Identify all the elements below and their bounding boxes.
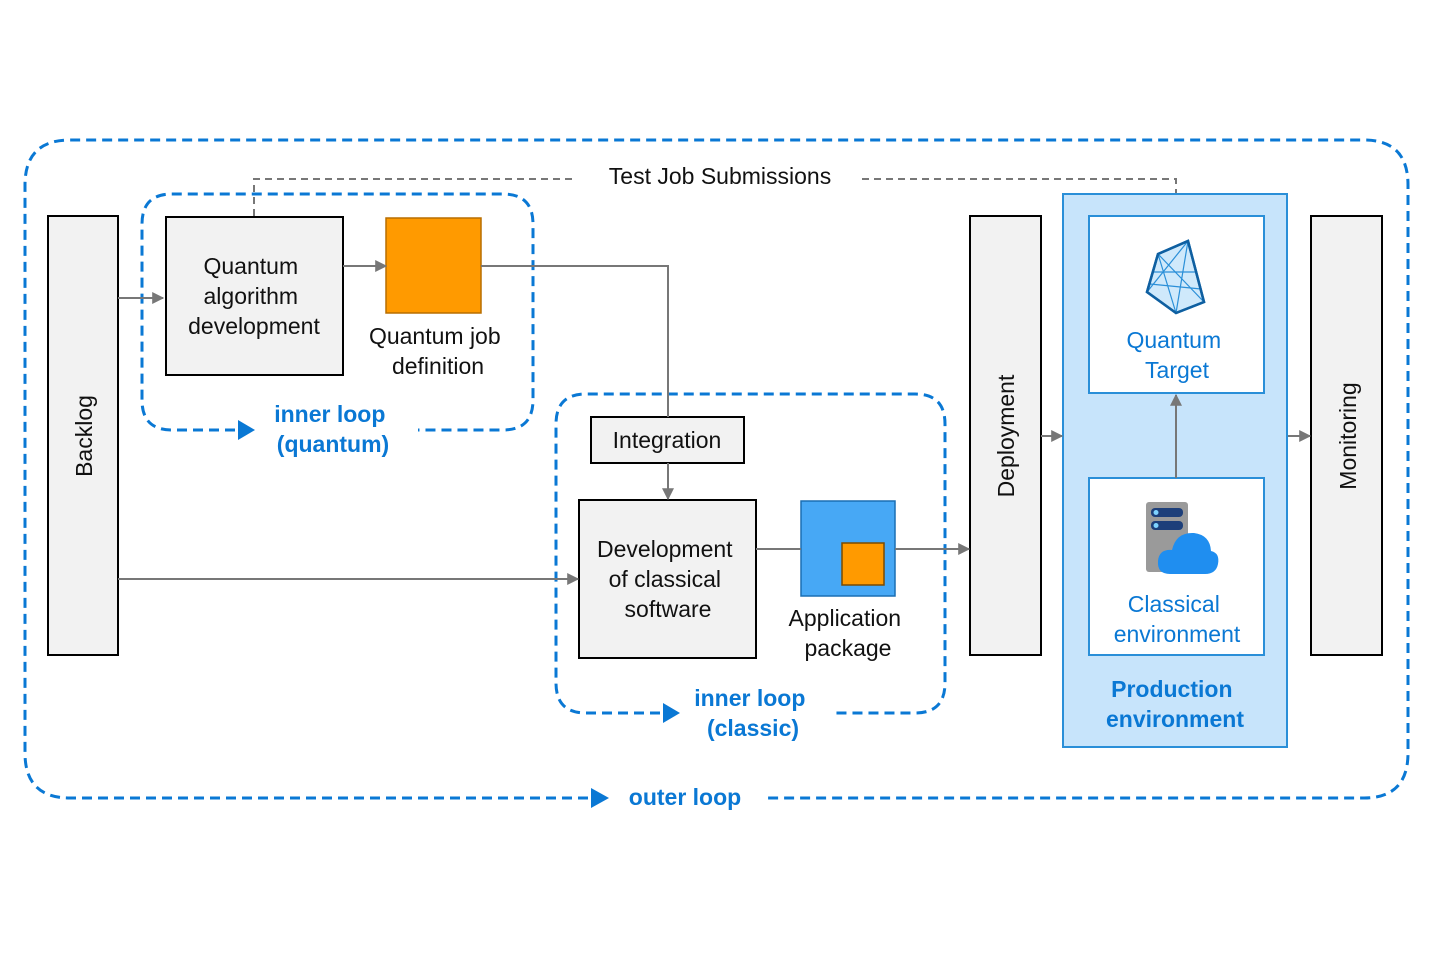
inner-loop-quantum-arrow-icon [238,420,255,440]
inner-loop-quantum-border [140,192,535,432]
integration-label: Integration [613,427,722,453]
backlog-box [47,215,119,656]
backlog: Backlog [47,215,119,656]
quantum-job-definition-label: Quantum job definition [369,323,507,379]
quantum-algorithm-development-box [165,216,344,376]
dcs-line-1: Development [597,536,733,562]
application-package-inner-icon [841,542,885,586]
application-package-label: Application package [789,605,908,661]
quantum-target-label: Quantum Target [1127,327,1228,383]
server-cloud-icon [1146,502,1219,574]
inner-loop-classic: inner loop (classic) [554,392,947,741]
production-environment-line-1: Production [1111,676,1232,702]
classical-environment: Classical environment [1088,477,1265,656]
production-environment-label: Production environment [1106,676,1244,732]
quantum-target: Quantum Target [1088,215,1265,394]
outer-loop-arrow-icon [591,788,609,808]
quantum-job-definition-icon [385,217,482,314]
deployment-box [969,215,1042,656]
qt-line-2: Target [1145,357,1210,383]
inner-loop-classic-line-1: inner loop [694,685,805,711]
inner-loop-classic-line-2: (classic) [707,715,799,741]
qjd-line-1: Quantum job [369,323,501,349]
qad-line-3: development [188,313,320,339]
inner-loop-quantum-line-1: inner loop [274,401,385,427]
connectors [118,260,1312,585]
inner-loop-classic-border [554,392,947,715]
quantum-job-definition: Quantum job definition [369,217,507,379]
production-environment-line-2: environment [1106,706,1244,732]
dcs-line-2: of classical [609,566,721,592]
classical-software-development-label: Development of classical software [597,536,739,622]
integration-box [590,416,745,464]
monitoring-box [1310,215,1383,656]
quantum-prism-icon [1145,239,1206,315]
outer-loop-label: outer loop [629,784,741,810]
classical-software-development: Development of classical software [578,499,757,659]
inner-loop-classic-arrow-icon [663,703,680,723]
qjd-line-2: definition [392,353,484,379]
inner-loop-quantum-line-2: (quantum) [277,431,389,457]
classical-environment-label: Classical environment [1114,591,1241,647]
qt-line-1: Quantum [1127,327,1222,353]
application-package: Application package [789,500,908,661]
quantum-algorithm-development-label: Quantum algorithm development [188,253,320,339]
integration: Integration [590,416,745,464]
monitoring-label: Monitoring [1335,382,1361,489]
test-job-submissions: Test Job Submissions [253,163,1182,216]
ce-line-1: Classical [1128,591,1220,617]
inner-loop-quantum: inner loop (quantum) [140,192,535,457]
connector-qjd-to-integration [481,265,669,417]
monitoring: Monitoring [1310,215,1383,656]
qad-line-1: Quantum [204,253,299,279]
deployment: Deployment [969,215,1042,656]
test-job-submissions-label: Test Job Submissions [609,163,831,189]
ap-line-1: Application [789,605,902,631]
qad-line-2: algorithm [204,283,299,309]
ce-line-2: environment [1114,621,1241,647]
inner-loop-classic-label: inner loop (classic) [694,685,812,741]
inner-loop-quantum-label: inner loop (quantum) [274,401,392,457]
classical-software-development-box [578,499,757,659]
test-job-line-left [253,178,575,216]
backlog-label: Backlog [71,395,97,477]
quantum-algorithm-development: Quantum algorithm development [165,216,344,376]
ap-line-2: package [805,635,892,661]
dcs-line-3: software [625,596,712,622]
outer-loop-border [23,138,1410,800]
outer-loop: outer loop [23,138,1410,810]
deployment-label: Deployment [993,374,1019,497]
